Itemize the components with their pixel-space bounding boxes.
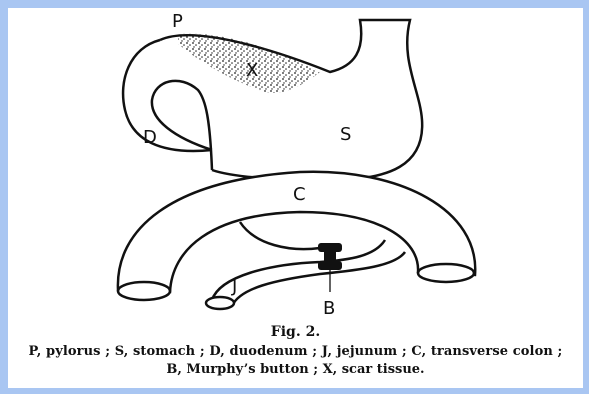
stomach-lower-bulge [240, 222, 320, 249]
jejunum-loop-lower [232, 252, 405, 306]
label-colon: C [293, 184, 306, 205]
colon-right-opening [418, 264, 474, 282]
murphys-button [318, 243, 342, 270]
label-duodenum: D [143, 127, 157, 148]
label-scar: X [246, 60, 258, 81]
label-jejunum: J [231, 276, 237, 297]
label-stomach: S [340, 124, 351, 145]
label-button: B [323, 298, 335, 319]
figure-title: Fig. 2. [8, 324, 583, 340]
caption-line-2: B, Murphy’s button ; X, scar tissue. [8, 362, 583, 377]
label-pylorus: P [172, 11, 183, 32]
jejunum-opening [206, 297, 234, 309]
caption-line-1: P, pylorus ; S, stomach ; D, duodenum ; … [8, 344, 583, 359]
colon-left-opening [118, 282, 170, 300]
